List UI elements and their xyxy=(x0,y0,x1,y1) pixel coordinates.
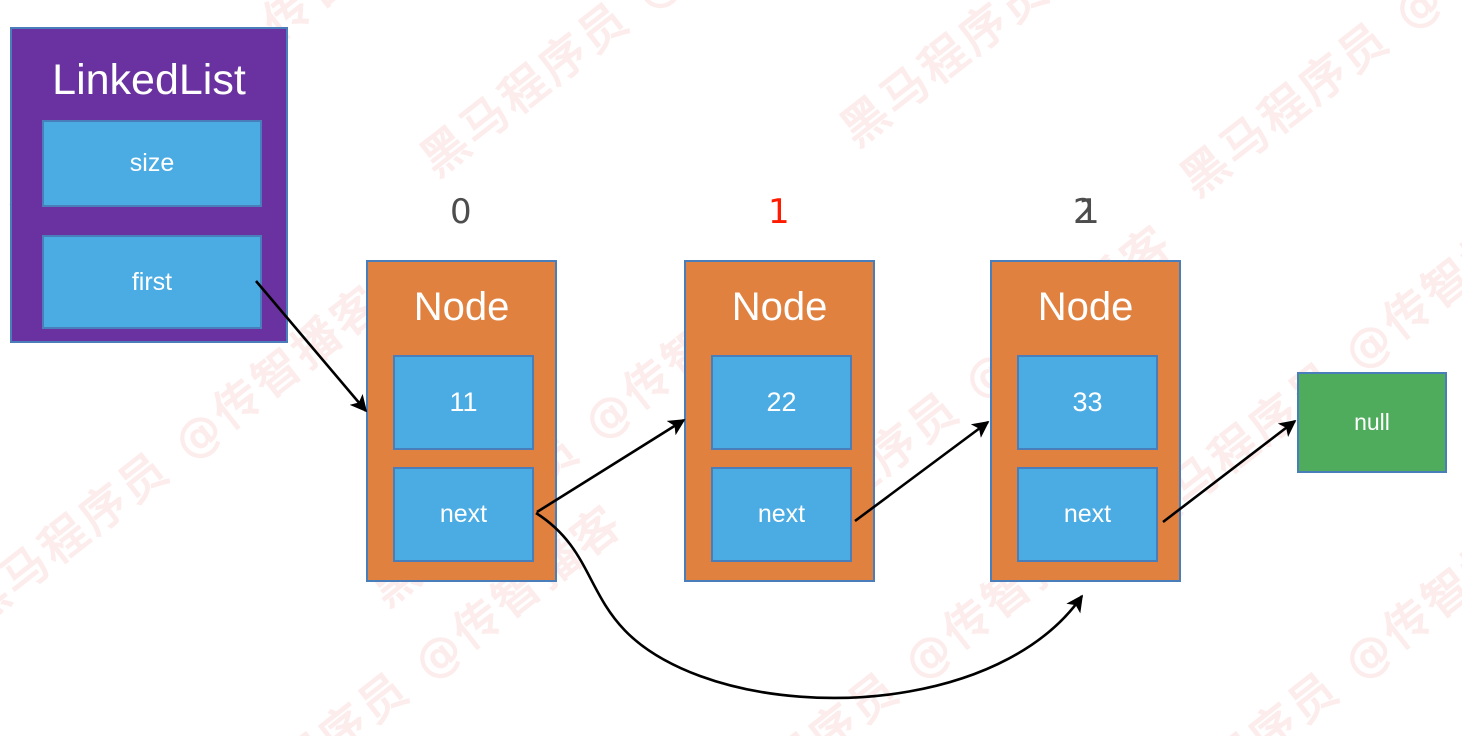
node-next-2-label: next xyxy=(1063,500,1112,528)
node-value-2-text: 33 xyxy=(1072,387,1103,417)
linkedlist-field-size-label: size xyxy=(129,149,175,177)
null-label: null xyxy=(1354,409,1390,435)
linkedlist-field-first[interactable]: first xyxy=(42,235,262,329)
watermark-text: 黑马程序员 @传智播客 xyxy=(1170,0,1462,207)
node-title-2: Node xyxy=(1037,285,1134,329)
index-label-2: 2 xyxy=(1073,192,1095,232)
node-next-1-label: next xyxy=(757,500,806,528)
node-value-1[interactable]: 22 xyxy=(711,355,852,450)
node-next-2[interactable]: next xyxy=(1017,467,1158,562)
index-label-2-overlap-artifact: 1 xyxy=(1078,192,1100,232)
arrow-node2-to-null xyxy=(1162,419,1297,524)
node-box-0[interactable]: Node 11 next xyxy=(366,260,557,582)
node-box-2[interactable]: Node 33 next xyxy=(990,260,1181,582)
linkedlist-field-size[interactable]: size xyxy=(42,120,262,207)
node-next-0-label: next xyxy=(439,500,488,528)
linkedlist-box[interactable]: LinkedList size first xyxy=(10,27,288,343)
linkedlist-title: LinkedList xyxy=(52,56,246,104)
watermark-text: 黑马程序员 @传智播客 xyxy=(410,0,854,187)
index-label-0: 0 xyxy=(450,192,472,232)
index-label-1: 1 xyxy=(768,192,790,232)
node-value-2[interactable]: 33 xyxy=(1017,355,1158,450)
node-next-0[interactable]: next xyxy=(393,467,534,562)
null-box[interactable]: null xyxy=(1297,372,1447,473)
node-title-1: Node xyxy=(731,285,828,329)
node-value-0[interactable]: 11 xyxy=(393,355,534,450)
node-title-0: Node xyxy=(413,285,510,329)
watermark-text: 黑马程序员 @传智播客 xyxy=(825,0,1275,159)
node-value-1-text: 22 xyxy=(766,387,797,417)
node-value-0-text: 11 xyxy=(449,387,478,417)
linkedlist-field-first-label: first xyxy=(131,267,173,296)
arrow-node0-to-node1 xyxy=(536,418,686,514)
node-box-1[interactable]: Node 22 next xyxy=(684,260,875,582)
node-next-1[interactable]: next xyxy=(711,467,852,562)
